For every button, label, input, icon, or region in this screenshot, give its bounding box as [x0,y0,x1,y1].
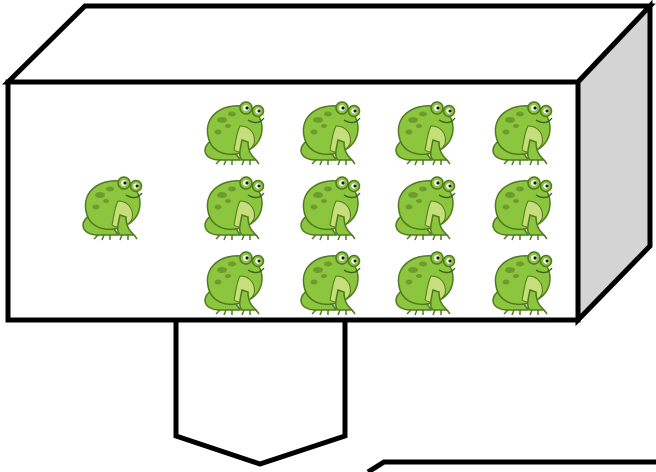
next-box-edge [368,462,656,472]
down-arrow [176,320,345,464]
box-top-face [8,6,650,82]
